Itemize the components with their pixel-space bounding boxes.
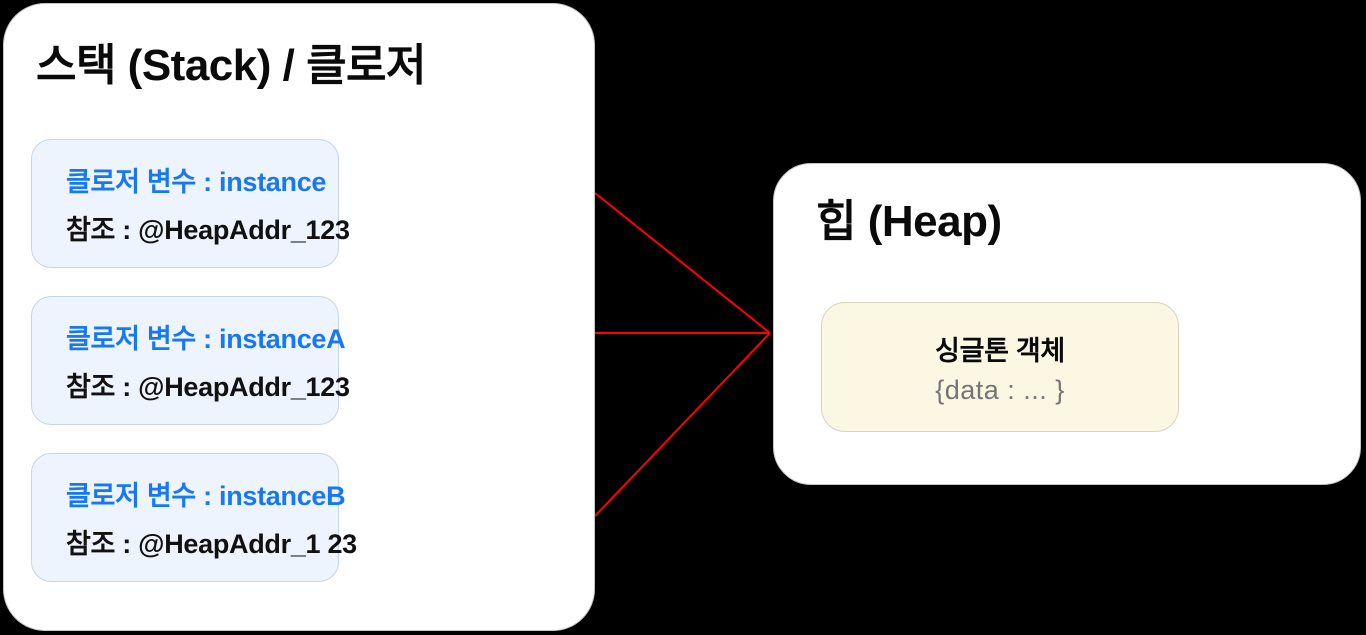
connector-line <box>594 192 771 334</box>
singleton-object-data: {data : ... } <box>935 374 1065 405</box>
heap-reference-label: 참조 : @HeapAddr_1 23 <box>66 529 357 559</box>
stack-frame: 클로저 변수 : instanceB 참조 : @HeapAddr_1 23 <box>31 453 357 582</box>
closure-variable-label: 클로저 변수 : instance <box>66 167 327 197</box>
heap-reference-label: 참조 : @HeapAddr_123 <box>66 372 350 402</box>
heap-panel: 힙 (Heap) 싱글톤 객체 {data : ... } <box>773 163 1361 485</box>
stack-panel: 스택 (Stack) / 클로저 클로저 변수 : instance 참조 : … <box>3 3 595 631</box>
stack-frame: 클로저 변수 : instanceA 참조 : @HeapAddr_123 <box>31 296 350 425</box>
singleton-object-name: 싱글톤 객체 <box>935 335 1065 366</box>
singleton-object-box: 싱글톤 객체 {data : ... } <box>821 302 1179 432</box>
closure-variable-label: 클로저 변수 : instanceA <box>66 324 346 354</box>
stack-panel-title: 스택 (Stack) / 클로저 <box>36 41 427 90</box>
connector-line <box>594 332 771 517</box>
stack-frame: 클로저 변수 : instance 참조 : @HeapAddr_123 <box>31 139 350 268</box>
closure-variable-label: 클로저 변수 : instanceB <box>66 481 346 511</box>
heap-panel-title: 힙 (Heap) <box>816 197 1002 246</box>
heap-reference-label: 참조 : @HeapAddr_123 <box>66 215 350 245</box>
